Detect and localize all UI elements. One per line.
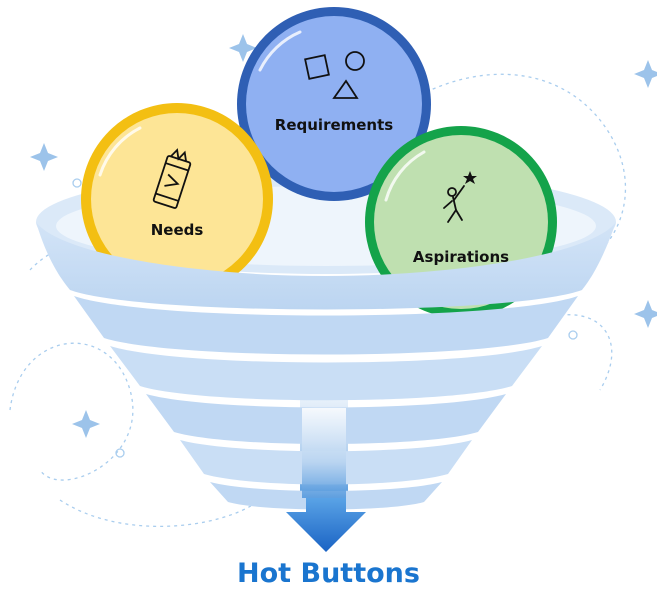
sparkle-icon xyxy=(634,300,657,328)
sparkle-icon xyxy=(30,143,58,171)
funnel-stem-front xyxy=(302,408,346,498)
down-arrow-icon xyxy=(286,498,366,552)
sparkle-decorations xyxy=(30,34,657,438)
reaching-star-icon xyxy=(443,171,477,223)
sparkle-icon xyxy=(634,60,657,88)
bubble-label-aspirations: Aspirations xyxy=(412,248,510,266)
funnel-band-1 xyxy=(74,296,578,355)
bubble-needs xyxy=(81,103,273,295)
bubble-requirements xyxy=(237,7,431,201)
funnel xyxy=(36,7,616,510)
small-circle-decorations xyxy=(72,178,578,458)
sparkle-icon xyxy=(229,34,257,62)
sparkle-icon xyxy=(72,410,100,438)
funnel-band-2 xyxy=(110,346,542,401)
bubble-label-requirements: Requirements xyxy=(274,116,394,134)
food-bar-icon xyxy=(152,148,192,209)
diagram-title: Hot Buttons xyxy=(237,558,420,589)
shapes-icon xyxy=(304,51,365,99)
bubble-label-needs: Needs xyxy=(150,221,204,239)
funnel-rim-front xyxy=(36,222,616,310)
